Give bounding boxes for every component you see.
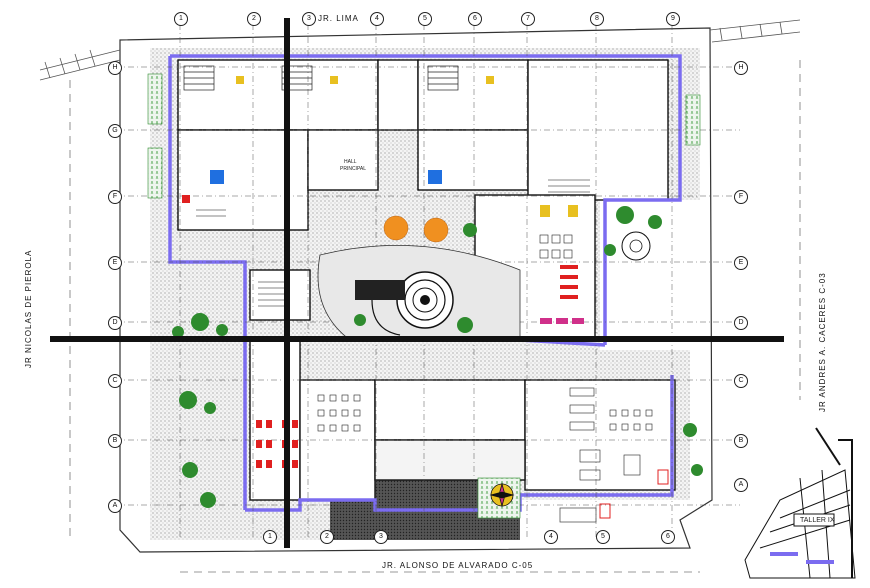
street-label-left: JR NICOLAS DE PIEROLA — [24, 249, 33, 368]
axis-row-E-right: E — [734, 256, 748, 270]
axis-col-1-top: 1 — [174, 12, 188, 26]
axis-row-H-right: H — [734, 61, 748, 75]
axis-row-G-left: G — [108, 124, 122, 138]
axis-col-9-top: 9 — [666, 12, 680, 26]
axis-row-E-left: E — [108, 256, 122, 270]
axis-col-4-top: 4 — [370, 12, 384, 26]
parking-bay — [559, 507, 597, 523]
axis-row-F-right: F — [734, 190, 748, 204]
parking-stripes-top-left — [39, 49, 121, 81]
road-centerlines — [69, 60, 801, 573]
axis-row-D-left: D — [108, 316, 122, 330]
axis-col-4-bottom: 4 — [544, 530, 558, 544]
axis-col-1-bottom: 1 — [263, 530, 277, 544]
section-cut-lines — [50, 18, 784, 548]
axis-col-3-bottom: 3 — [374, 530, 388, 544]
axis-row-C-right: C — [734, 374, 748, 388]
dining-tables — [317, 234, 573, 432]
axis-row-B-right: B — [734, 434, 748, 448]
hall-sub-label: PRINCIPAL — [340, 166, 367, 172]
axis-gridlines — [115, 24, 740, 540]
axis-col-6-bottom: 6 — [661, 530, 675, 544]
furniture-yellow — [236, 76, 578, 217]
fixtures-blue — [210, 170, 442, 184]
axis-col-8-top: 8 — [590, 12, 604, 26]
orange-trees — [383, 215, 449, 243]
furniture-magenta — [540, 318, 584, 324]
street-label-bottom: JR. ALONSO DE ALVARADO C-05 — [382, 561, 534, 570]
street-label-right: JR ANDRES A. CACERES C-03 — [818, 272, 827, 412]
parking-stripes-top-right — [709, 19, 801, 43]
axis-row-D-right: D — [734, 316, 748, 330]
compass-rose-icon — [489, 482, 515, 508]
gym-equipment — [569, 387, 653, 481]
axis-col-2-bottom: 2 — [320, 530, 334, 544]
axis-col-2-top: 2 — [247, 12, 261, 26]
hall-label: HALL — [344, 159, 357, 165]
axis-col-3-top: 3 — [302, 12, 316, 26]
axis-col-5-top: 5 — [418, 12, 432, 26]
fountain-right — [621, 231, 651, 261]
axis-row-F-left: F — [108, 190, 122, 204]
axis-col-6-top: 6 — [468, 12, 482, 26]
axis-col-5-bottom: 5 — [596, 530, 610, 544]
central-plaza-feature — [317, 245, 521, 341]
axis-col-7-top: 7 — [521, 12, 535, 26]
axis-row-A-right: A — [734, 478, 748, 492]
location-plan-title: TALLER IX — [800, 517, 835, 524]
location-plan-inset — [744, 427, 856, 579]
axis-row-A-left: A — [108, 499, 122, 513]
axis-row-C-left: C — [108, 374, 122, 388]
site-boundary — [119, 27, 713, 553]
axis-row-B-left: B — [108, 434, 122, 448]
street-label-top: JR. LIMA — [318, 14, 359, 23]
axis-row-H-left: H — [108, 61, 122, 75]
